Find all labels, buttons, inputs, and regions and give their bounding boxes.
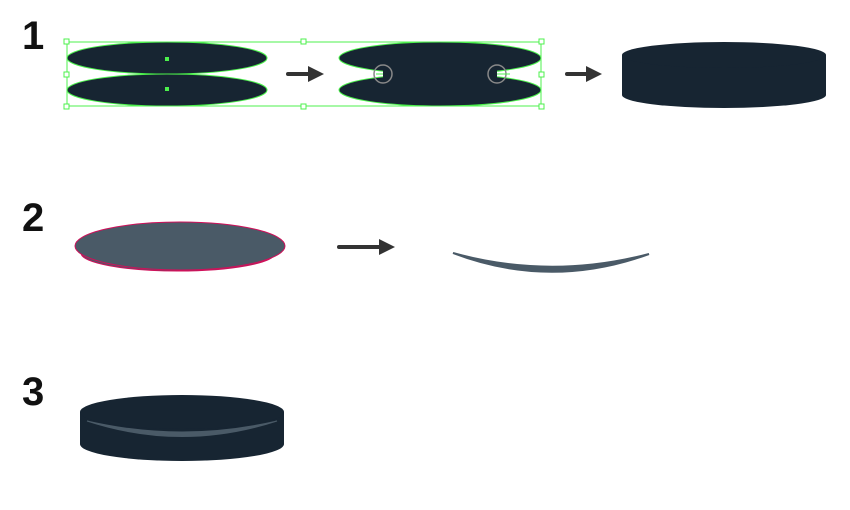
center-point xyxy=(165,87,169,91)
anchor-point-handle[interactable] xyxy=(373,64,393,84)
step1-two-ellipses xyxy=(66,41,268,107)
step1-cylinder xyxy=(622,42,826,108)
step-3-number: 3 xyxy=(22,370,45,414)
step2-crescent-highlight xyxy=(452,252,650,273)
step3-final-cylinder xyxy=(80,395,284,461)
step1-merged-shape xyxy=(338,41,542,107)
step-2-number: 2 xyxy=(22,196,45,240)
rim-highlight xyxy=(86,420,278,437)
selection-bounding-box[interactable] xyxy=(63,38,545,110)
center-point xyxy=(165,57,169,61)
step2-offset-ellipses xyxy=(74,221,286,272)
step-1-number: 1 xyxy=(22,14,45,58)
